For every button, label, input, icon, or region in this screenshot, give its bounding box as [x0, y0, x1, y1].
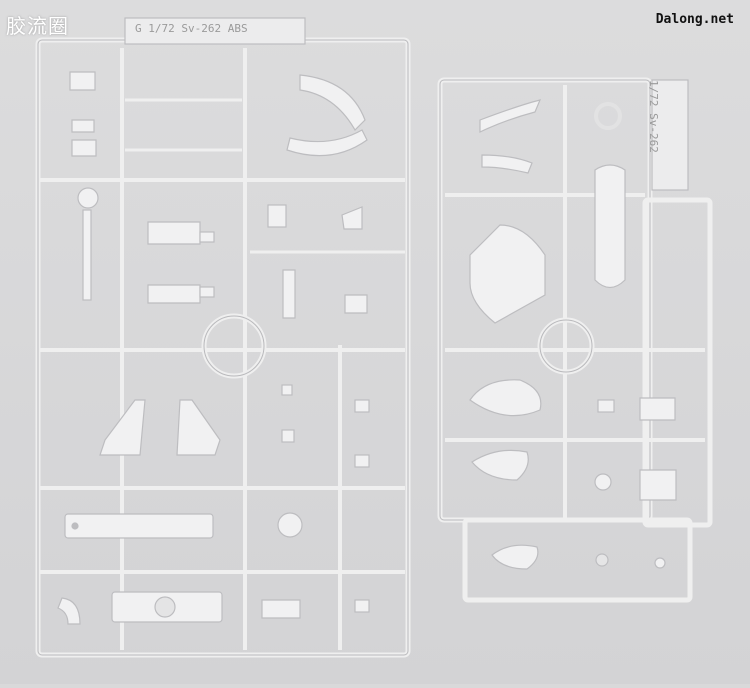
watermark-site: Dalong.net	[655, 12, 734, 27]
sprue-f-label: 1/72 Sv-262	[647, 80, 660, 153]
watermark-left: 胶流圈	[6, 14, 69, 38]
sprue-f	[437, 77, 713, 603]
sprue-g	[35, 17, 411, 658]
sprue-g-label: G 1/72 Sv-262 ABS	[135, 22, 248, 35]
